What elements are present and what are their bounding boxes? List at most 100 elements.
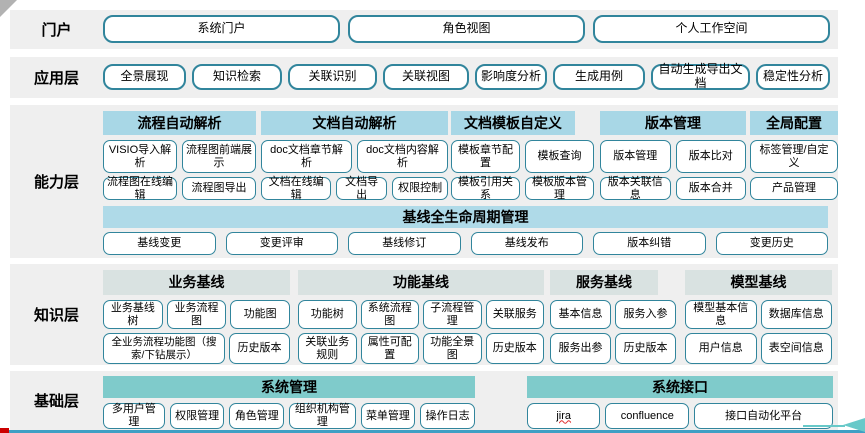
group-header: 业务基线 <box>103 270 290 295</box>
portal-box-role-view: 角色视图 <box>348 15 585 43</box>
portal-box-personal-workspace: 个人工作空间 <box>593 15 830 43</box>
layer-label-knowledge: 知识层 <box>33 307 79 324</box>
baseline-box: 变更历史 <box>715 232 828 255</box>
knowledge-box: 属性可配置 <box>360 333 419 364</box>
baseline-lifecycle-header: 基线全生命周期管理 <box>103 206 828 228</box>
knowledge-box: 子流程管理 <box>423 300 482 329</box>
knowledge-group-service-baseline: 服务基线 基本信息 服务入参 服务出参 历史版本 <box>550 270 676 364</box>
knowledge-box: 业务流程图 <box>166 300 227 329</box>
bottom-left-red-accent <box>0 428 9 433</box>
capability-group-doc-parsing: 文档自动解析 doc文档章节解析 doc文档内容解析 文档在线编辑 文档导出 权… <box>261 111 448 201</box>
layer-label-foundation: 基础层 <box>33 393 79 410</box>
group-header: 文档模板自定义 <box>451 111 575 135</box>
portal-layer-band: 门户 系统门户 角色视图 个人工作空间 <box>10 10 838 49</box>
left-arrow-icon <box>843 418 865 432</box>
knowledge-box: 功能全景图 <box>423 333 482 364</box>
group-header: 文档自动解析 <box>261 111 448 135</box>
capability-box: 文档在线编辑 <box>261 176 332 201</box>
capability-box: 模板查询 <box>525 140 594 173</box>
knowledge-group-business-baseline: 业务基线 业务基线树 业务流程图 功能图 全业务流程功能图（搜索/下钻展示） 历… <box>103 270 291 364</box>
capability-box: 模板章节配置 <box>451 140 520 173</box>
capability-group-global-config: 全局配置 标签管理/自定义 产品管理 <box>750 111 838 200</box>
app-box: 知识检索 <box>192 64 282 90</box>
capability-box: 流程图导出 <box>182 177 256 200</box>
knowledge-box: 历史版本 <box>615 333 676 364</box>
app-box: 关联识别 <box>288 64 377 90</box>
group-header: 服务基线 <box>550 270 658 295</box>
foundation-box: 菜单管理 <box>360 403 416 429</box>
capability-box: 版本管理 <box>600 140 671 173</box>
capability-box: 模板引用关系 <box>451 176 520 201</box>
portal-box-system-portal: 系统门户 <box>103 15 340 43</box>
foundation-box: 权限管理 <box>169 403 225 429</box>
app-box: 自动生成导出文档 <box>651 62 750 90</box>
app-box: 影响度分析 <box>475 64 547 90</box>
left-arrow-tail <box>803 425 845 427</box>
capability-box: 版本合并 <box>675 177 746 200</box>
layer-label-capability: 能力层 <box>33 174 79 191</box>
foundation-group-system-mgmt: 系统管理 多用户管理 权限管理 角色管理 组织机构管理 菜单管理 操作日志 <box>103 376 476 429</box>
capability-box: VISIO导入解析 <box>103 140 177 173</box>
foundation-box: 多用户管理 <box>103 403 165 429</box>
capability-group-version-mgmt: 版本管理 版本管理 版本比对 版本关联信息 版本合并 <box>600 111 746 201</box>
capability-box: 模板版本管理 <box>525 176 594 201</box>
capability-box: 版本关联信息 <box>600 176 671 201</box>
knowledge-box: 服务入参 <box>615 300 676 329</box>
baseline-box: 变更评审 <box>225 232 338 255</box>
group-header: 全局配置 <box>750 111 838 135</box>
group-header: 模型基线 <box>685 270 832 295</box>
knowledge-box: 功能图 <box>230 300 291 329</box>
knowledge-box: 模型基本信息 <box>685 300 757 329</box>
app-box: 关联视图 <box>383 64 469 90</box>
baseline-box: 基线发布 <box>470 232 583 255</box>
group-header: 功能基线 <box>298 270 544 295</box>
bottom-border-line <box>0 430 865 433</box>
knowledge-box: 表空间信息 <box>760 333 832 364</box>
capability-box: 标签管理/自定义 <box>750 140 838 173</box>
capability-box: 流程图在线编辑 <box>103 176 177 201</box>
knowledge-box: 关联服务 <box>485 300 544 329</box>
foundation-group-system-interface: 系统接口 jira confluence 接口自动化平台 <box>527 376 833 429</box>
knowledge-box: 历史版本 <box>485 333 544 364</box>
portal-boxes: 系统门户 角色视图 个人工作空间 <box>103 15 830 43</box>
knowledge-layer-band: 知识层 业务基线 业务基线树 业务流程图 功能图 全业务流程功能图（搜索/下钻展… <box>10 264 838 365</box>
application-boxes: 全景展现 知识检索 关联识别 关联视图 影响度分析 生成用例 自动生成导出文档 … <box>103 62 830 90</box>
jira-label: jira <box>556 409 572 422</box>
group-header: 系统接口 <box>527 376 833 398</box>
foundation-box: 操作日志 <box>420 403 476 429</box>
capability-group-doc-template: 文档模板自定义 模板章节配置 模板查询 模板引用关系 模板版本管理 <box>451 111 594 201</box>
layer-label-portal: 门户 <box>41 22 72 39</box>
group-header: 流程自动解析 <box>103 111 256 135</box>
group-header: 版本管理 <box>600 111 746 135</box>
knowledge-group-function-baseline: 功能基线 功能树 系统流程图 子流程管理 关联服务 关联业务规则 属性可配置 功… <box>298 270 544 364</box>
foundation-layer-band: 基础层 系统管理 多用户管理 权限管理 角色管理 组织机构管理 菜单管理 操作日… <box>10 371 838 430</box>
knowledge-box: 业务基线树 <box>103 300 163 329</box>
foundation-box: 组织机构管理 <box>289 403 356 429</box>
knowledge-box: 服务出参 <box>550 333 611 364</box>
layer-label-application: 应用层 <box>33 70 79 87</box>
knowledge-group-model-baseline: 模型基线 模型基本信息 数据库信息 用户信息 表空间信息 <box>685 270 832 364</box>
capability-box: doc文档章节解析 <box>261 140 352 173</box>
capability-box: doc文档内容解析 <box>357 140 448 173</box>
capability-box: 产品管理 <box>750 177 838 200</box>
app-box: 全景展现 <box>103 64 186 90</box>
capability-box: 版本比对 <box>675 140 746 173</box>
knowledge-box: 全业务流程功能图（搜索/下钻展示） <box>103 333 225 364</box>
capability-box: 权限控制 <box>392 177 448 200</box>
knowledge-box: 历史版本 <box>228 333 290 364</box>
capability-layer-band: 能力层 流程自动解析 VISIO导入解析 流程图前端展示 流程图在线编辑 流程图… <box>10 105 838 258</box>
foundation-box: 角色管理 <box>229 403 285 429</box>
baseline-boxes: 基线变更 变更评审 基线修订 基线发布 版本纠错 变更历史 <box>103 232 828 255</box>
knowledge-box: 数据库信息 <box>760 300 832 329</box>
knowledge-box: 功能树 <box>298 300 357 329</box>
capability-group-process-parsing: 流程自动解析 VISIO导入解析 流程图前端展示 流程图在线编辑 流程图导出 <box>103 111 256 201</box>
group-header: 系统管理 <box>103 376 475 398</box>
knowledge-box: 基本信息 <box>550 300 611 329</box>
capability-box: 流程图前端展示 <box>182 140 256 173</box>
interface-box-confluence: confluence <box>605 403 690 429</box>
interface-box-api-platform: 接口自动化平台 <box>694 403 833 429</box>
baseline-box: 版本纠错 <box>593 232 706 255</box>
app-box: 稳定性分析 <box>756 64 830 90</box>
knowledge-box: 用户信息 <box>685 333 757 364</box>
